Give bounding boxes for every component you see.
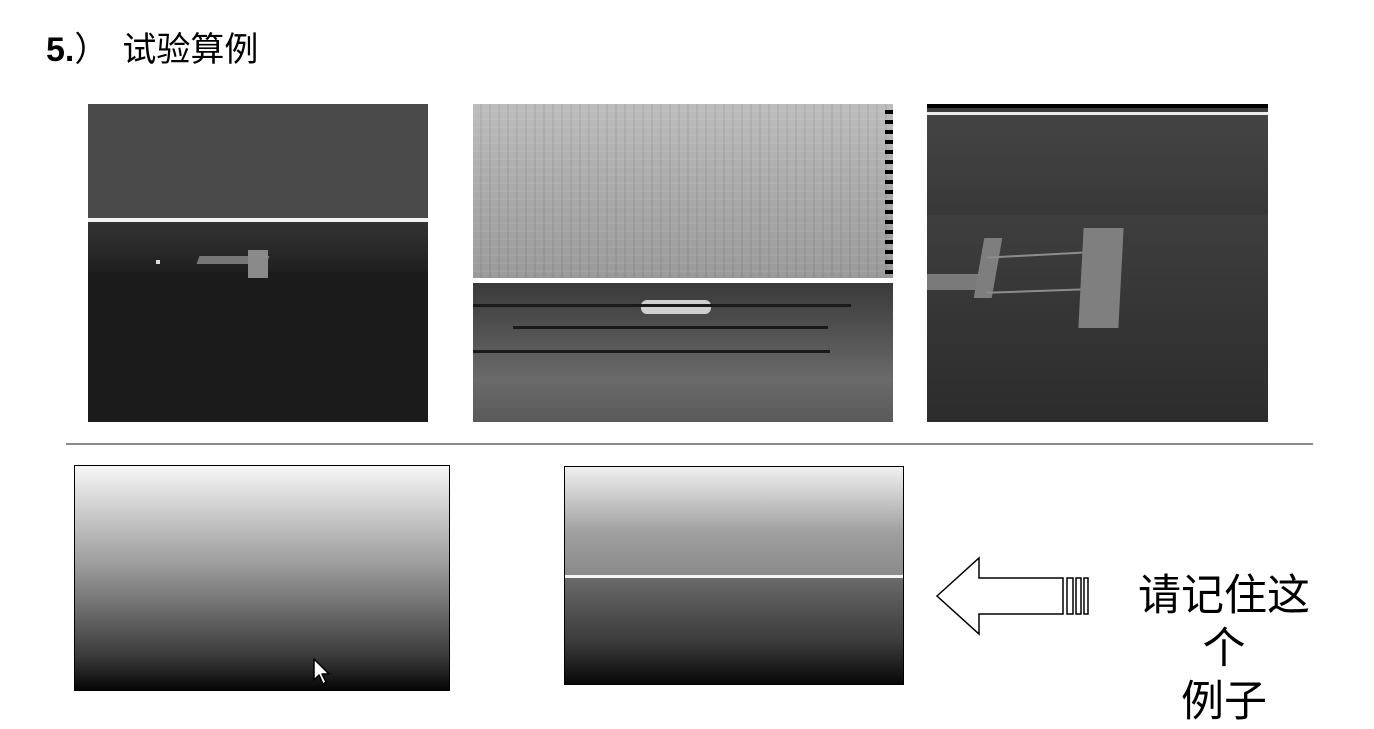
horizon-line	[88, 218, 428, 222]
section-paren: ）	[74, 30, 109, 70]
infrared-photo-3	[927, 104, 1268, 422]
segmented-gradient-image	[564, 466, 904, 685]
infrared-photo-1	[88, 104, 428, 422]
infrared-photo-2	[473, 104, 893, 422]
left-arrow-icon	[935, 556, 1089, 636]
horizon-line	[473, 278, 893, 283]
segmentation-line	[565, 575, 903, 578]
divider-line	[66, 443, 1313, 445]
section-title: 试验算例	[122, 30, 259, 70]
note-line-2: 例子	[1181, 677, 1267, 727]
section-number: 5.	[46, 31, 75, 69]
note-line-1: 请记住这个	[1138, 571, 1310, 674]
gradient-image	[74, 465, 450, 691]
reminder-note: 请记住这个 例子	[1118, 570, 1330, 729]
cursor-arrow-icon	[313, 658, 330, 685]
slide-heading: 5.） 试验算例	[46, 22, 258, 71]
